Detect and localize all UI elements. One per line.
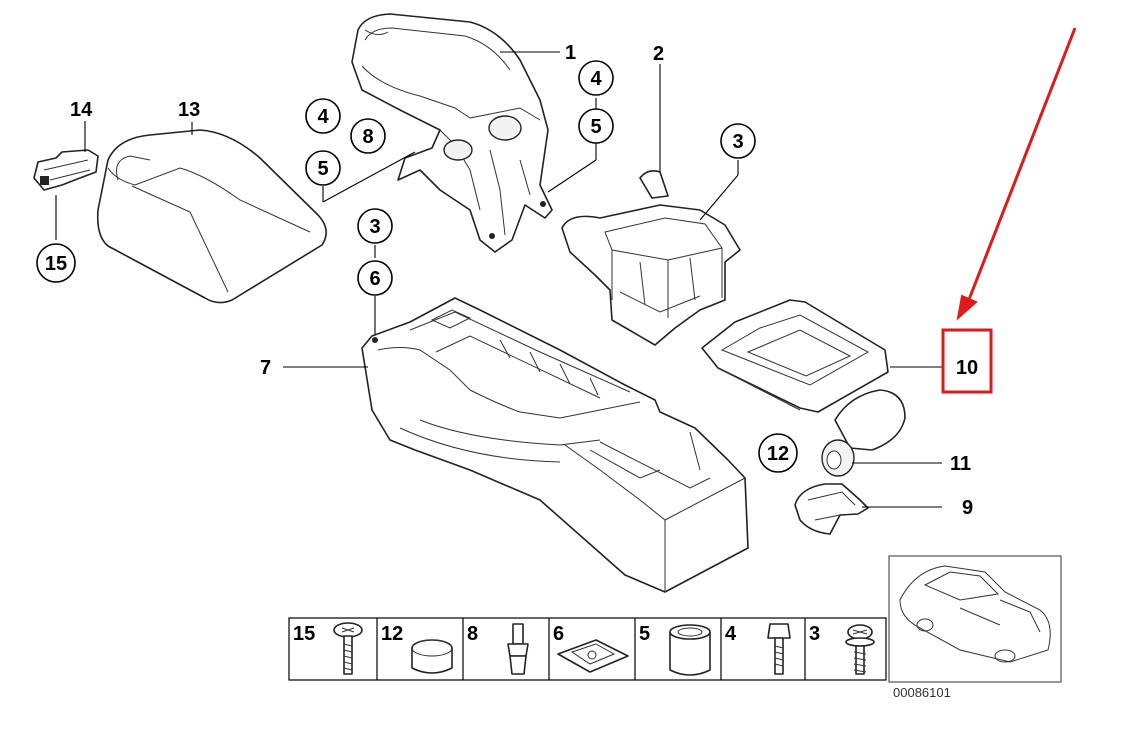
callout-9: 9 [962, 497, 973, 519]
part-10-tray [701, 299, 889, 413]
red-arrow-annotation [956, 27, 1077, 321]
callout-12: 12 [767, 443, 789, 465]
callout-8: 8 [362, 126, 373, 148]
callout-labels: 1 2 3 4 5 4 8 5 3 6 7 13 14 15 12 11 9 1… [36, 42, 993, 519]
callout-circle-12 [758, 433, 798, 473]
callout-3a: 3 [732, 131, 743, 153]
callout-10-highlight-box [941, 328, 993, 394]
pin-icon [507, 623, 529, 675]
hardware-num-15: 15 [293, 623, 315, 645]
callout-4a: 4 [590, 68, 602, 90]
callout-15: 15 [45, 253, 67, 275]
arrow-head-icon [956, 294, 978, 321]
drawing-code: 00086101 [893, 685, 951, 700]
hardware-num-8: 8 [467, 623, 478, 645]
hardware-num-12: 12 [381, 623, 403, 645]
leader-lines [55, 51, 943, 508]
callout-circle-5a [578, 108, 614, 144]
callout-1: 1 [565, 42, 576, 64]
hardware-num-5: 5 [639, 623, 650, 645]
callout-6: 6 [369, 268, 380, 290]
callout-11: 11 [950, 453, 971, 475]
part-13-armrest-cushion [96, 129, 327, 304]
callout-7: 7 [260, 357, 271, 379]
callout-4b: 4 [317, 106, 329, 128]
callout-circle-3a [720, 123, 756, 159]
washer-screw-icon [845, 624, 875, 675]
callout-2: 2 [653, 43, 664, 65]
clip-nut-icon [557, 639, 629, 673]
part-9-bearing-cap [794, 483, 869, 535]
part-1-armrest-bracket [351, 13, 553, 253]
callout-13: 13 [178, 99, 200, 121]
screw-icon [333, 622, 363, 675]
arrow-shaft [966, 27, 1077, 303]
car-thumbnail [888, 555, 1062, 683]
part-11-roller [821, 389, 906, 477]
plug-cap-icon [411, 639, 453, 674]
hardware-num-6: 6 [553, 623, 564, 645]
callout-circle-5b [305, 150, 341, 186]
part-2-3-storage-box [561, 170, 741, 346]
hardware-strip: 15 12 8 6 5 4 3 [288, 617, 887, 681]
callout-5a: 5 [590, 116, 601, 138]
part-7-console-body [361, 297, 749, 593]
part-14-latch [33, 149, 99, 191]
callout-circle-3b [357, 208, 393, 244]
sleeve-icon [669, 624, 711, 676]
callout-circle-15 [36, 243, 76, 283]
callout-5b: 5 [317, 158, 328, 180]
callout-circle-8 [350, 118, 386, 154]
callout-10: 10 [956, 357, 978, 379]
bolt-icon [767, 623, 791, 675]
callout-circle-6 [357, 260, 393, 296]
callout-14: 14 [70, 99, 93, 121]
hardware-num-4: 4 [725, 623, 737, 645]
callout-3b: 3 [369, 216, 380, 238]
hardware-num-3: 3 [809, 623, 820, 645]
callout-circle-4b [305, 98, 341, 134]
callout-circle-4a [578, 60, 614, 96]
